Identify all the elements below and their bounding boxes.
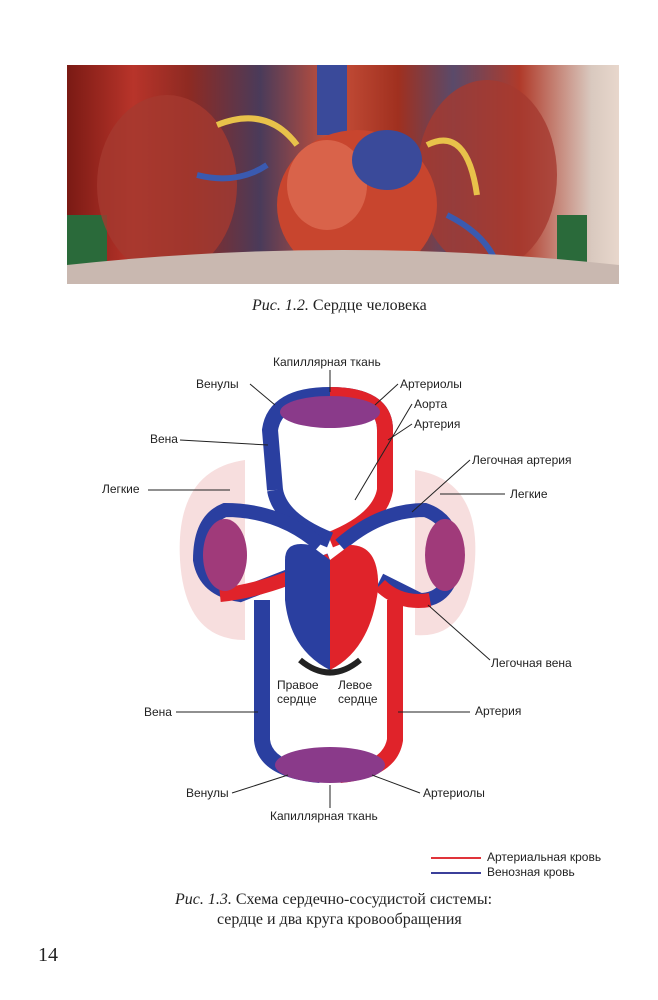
- label-arterioles-top: Артериолы: [400, 377, 462, 391]
- label-right-heart: Правое сердце: [277, 678, 319, 706]
- label-left-heart: Левое сердце: [338, 678, 378, 706]
- label-pulmonary-vein: Легочная вена: [491, 656, 572, 670]
- label-right-heart-line2: сердце: [277, 692, 317, 706]
- left-heart: [330, 545, 379, 670]
- label-left-heart-line2: сердце: [338, 692, 378, 706]
- label-venules-bottom: Венулы: [186, 786, 229, 800]
- label-artery-bottom: Артерия: [475, 704, 522, 718]
- label-venules-top: Венулы: [196, 377, 239, 391]
- label-right-heart-line1: Правое: [277, 678, 319, 692]
- heart-photo-illustration: [67, 65, 619, 284]
- page-number: 14: [38, 944, 58, 966]
- label-capillary-top: Капиллярная ткань: [273, 355, 381, 369]
- label-vein-bottom: Вена: [144, 705, 172, 719]
- capillary-network-right-lung: [425, 519, 465, 591]
- label-vein-top: Вена: [150, 432, 178, 446]
- figure-number: Рис. 1.2.: [252, 297, 309, 314]
- label-pulmonary-artery: Легочная артерия: [472, 453, 572, 467]
- legend-venous-swatch: [431, 872, 481, 874]
- figure-caption-text: Сердце человека: [312, 297, 427, 314]
- label-aorta: Аорта: [414, 397, 448, 411]
- label-artery-top: Артерия: [414, 417, 461, 431]
- heart-photo: [67, 65, 619, 284]
- label-arterioles-bottom: Артериолы: [423, 786, 485, 800]
- label-lungs-left: Легкие: [102, 482, 140, 496]
- legend-arterial-label: Артериальная кровь: [487, 850, 602, 864]
- figure-caption-line1: Схема сердечно-сосудистой системы:: [235, 891, 493, 908]
- label-capillary-bottom: Капиллярная ткань: [270, 809, 378, 823]
- figure-caption-line2: сердце и два круга кровообращения: [217, 911, 462, 928]
- right-heart: [285, 544, 330, 670]
- legend-venous-label: Венозная кровь: [487, 865, 575, 879]
- capillary-network-left-lung: [203, 519, 247, 591]
- label-lungs-right: Легкие: [510, 487, 548, 501]
- legend-arterial-swatch: [431, 857, 481, 859]
- capillary-network-top: [280, 396, 380, 428]
- figure-number: Рис. 1.3.: [175, 891, 232, 908]
- label-left-heart-line1: Левое: [338, 678, 373, 692]
- figure-1-2-caption: Рис. 1.2. Сердце человека: [252, 297, 427, 315]
- figure-1-3-caption: Рис. 1.3. Схема сердечно-сосудистой сист…: [175, 891, 492, 909]
- capillary-network-bottom: [275, 747, 385, 783]
